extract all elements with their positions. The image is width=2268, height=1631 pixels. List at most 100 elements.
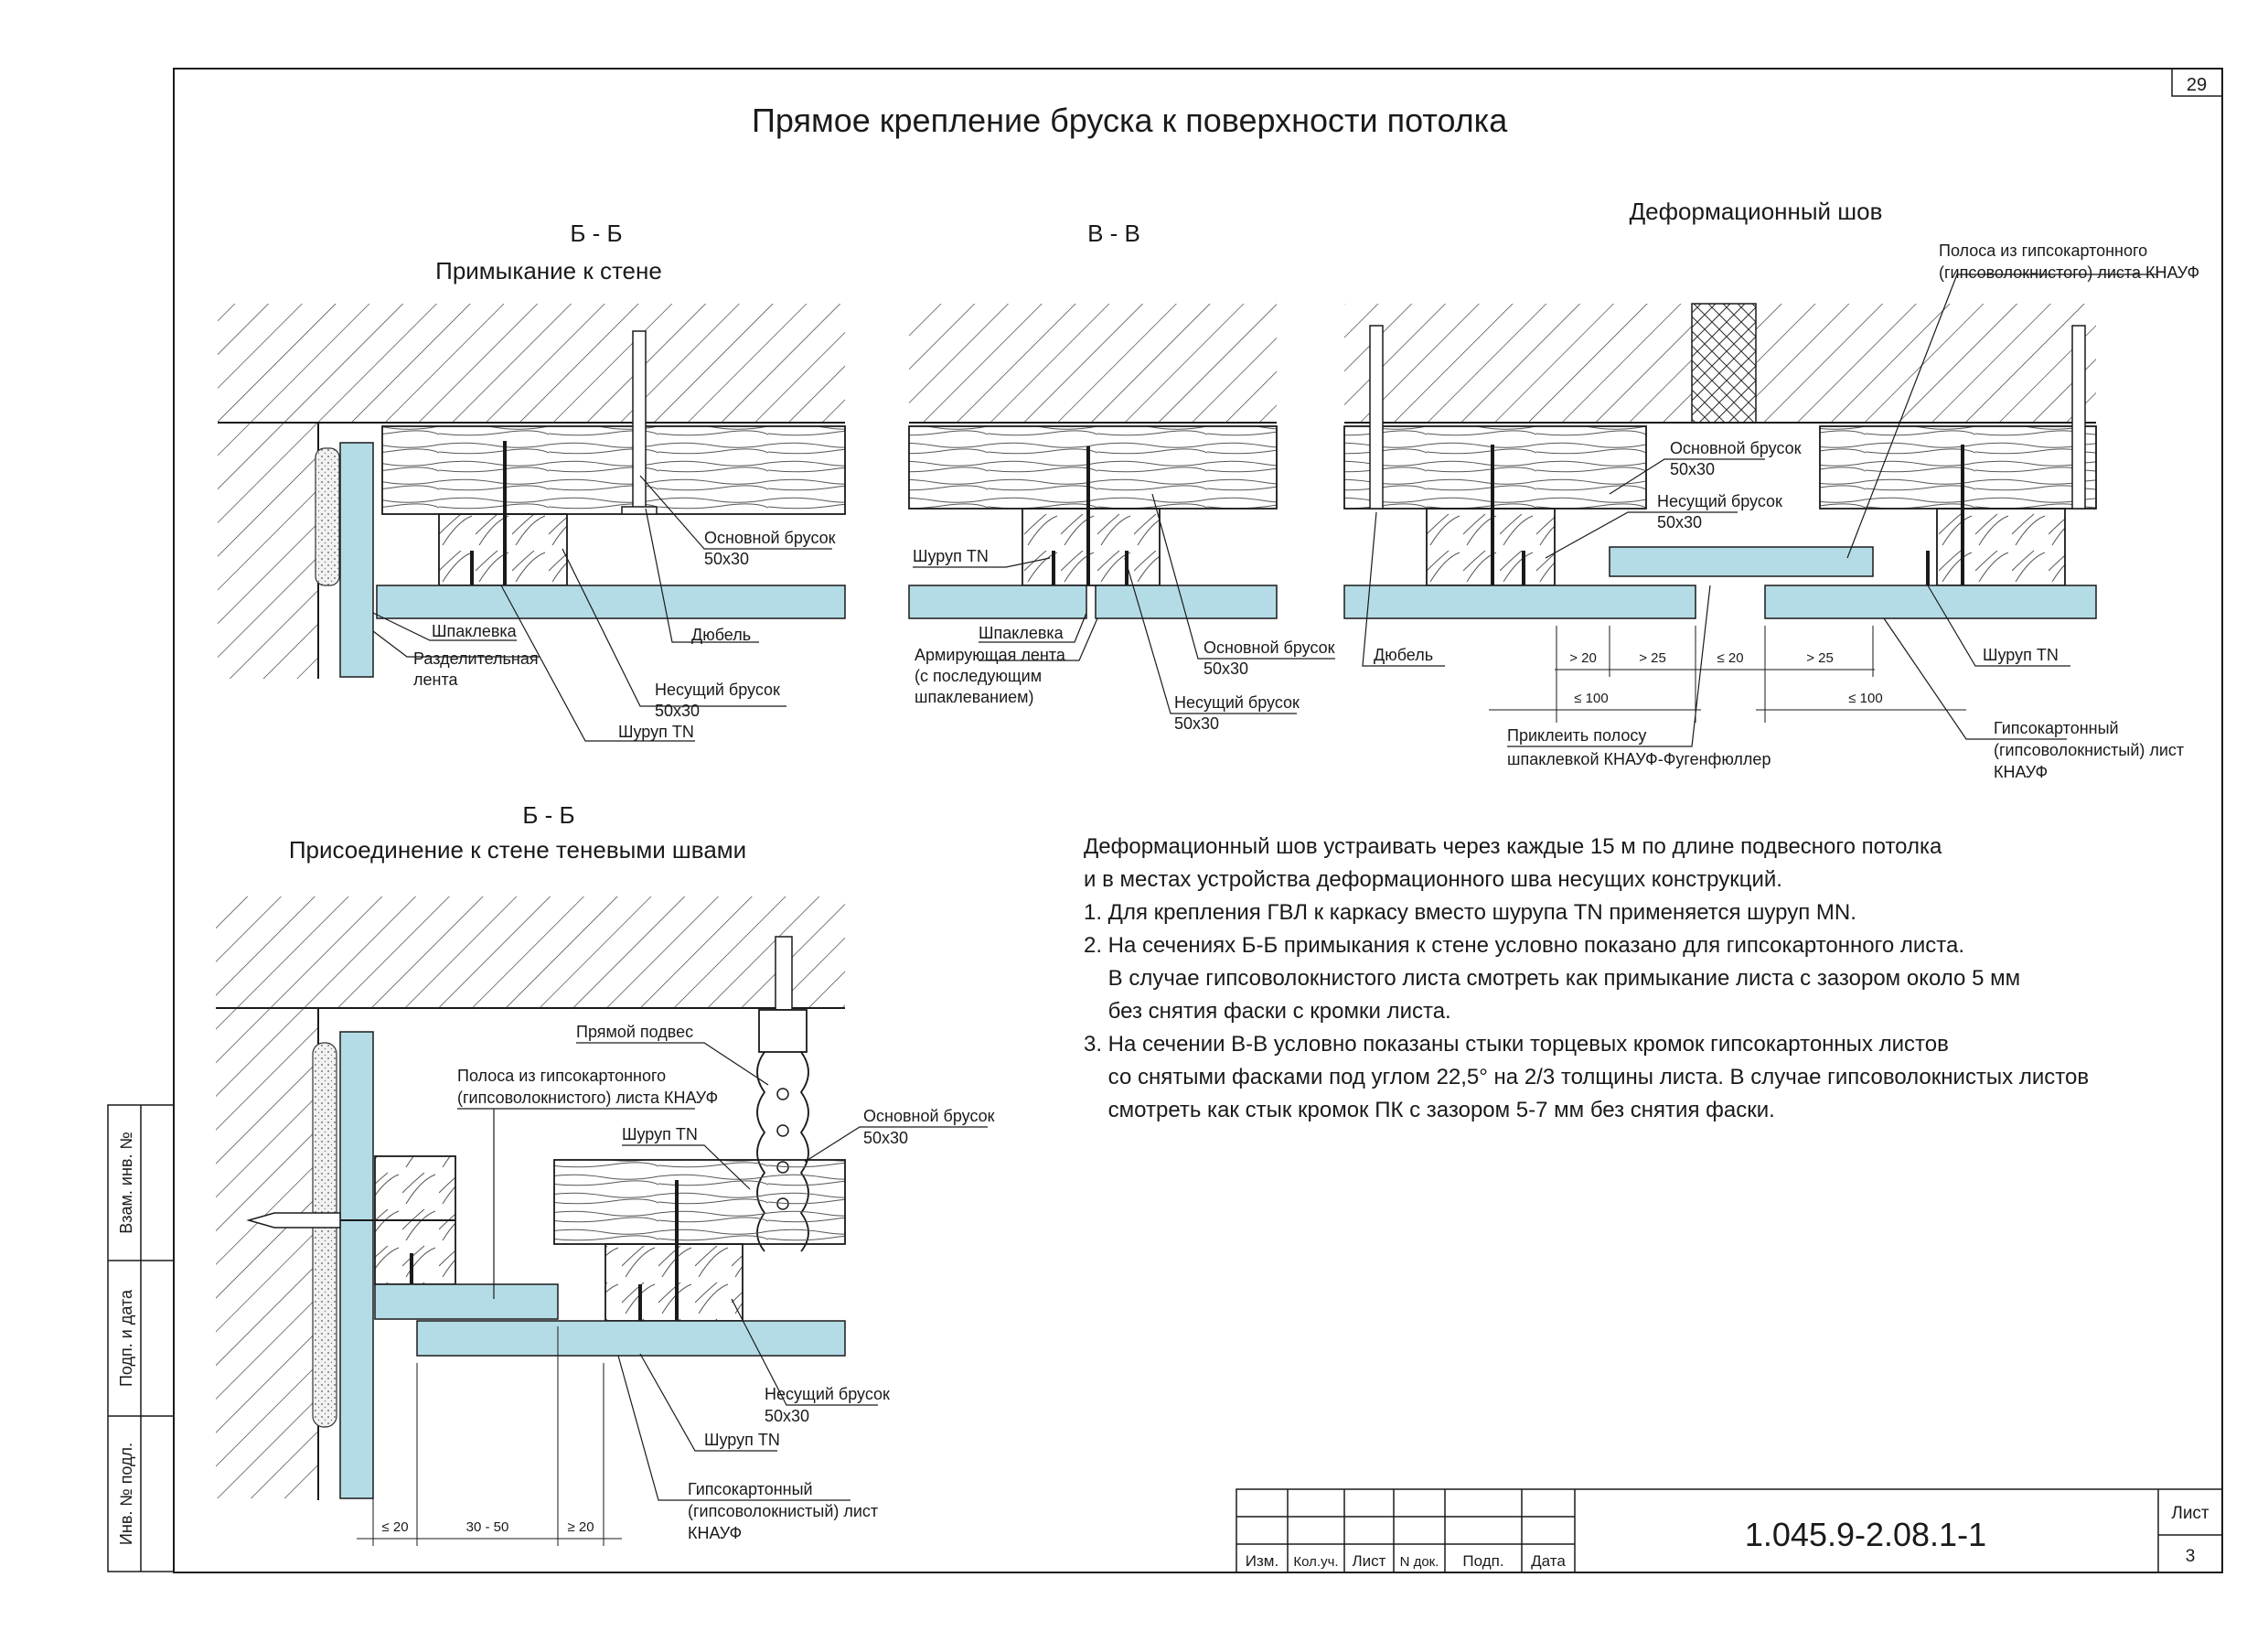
label-bb2-polosa-2: (гипсоволокнистого) листа КНАУФ: [457, 1089, 718, 1107]
label-bb1-dubel: Дюбель: [691, 626, 751, 644]
dowel: [632, 330, 647, 510]
main-bar: [381, 425, 846, 515]
ceiling-slab-left: [1344, 304, 1692, 423]
note-line: 2. На сечениях Б-Б примыкания к стене ус…: [1084, 933, 1965, 958]
note-line: В случае гипсоволокнистого листа смотрет…: [1084, 966, 2021, 991]
label-def-gips-1: Гипсокартонный: [1994, 719, 2119, 737]
dim-def-2: > 25: [1639, 650, 1666, 666]
label-bb2-gips-3: КНАУФ: [688, 1524, 742, 1542]
gypsum-board: [376, 585, 846, 619]
stamp-inv: Инв. № подл.: [117, 1443, 135, 1545]
label-bb2-gips-2: (гипсоволокнистый) лист: [688, 1502, 878, 1520]
label-bb1-razdel-1: Разделительная: [413, 649, 539, 668]
label-bb1-shpaklevka: Шпаклевка: [432, 622, 518, 640]
joint-strip: [1609, 546, 1874, 577]
page-title: Прямое крепление бруска к поверхности по…: [752, 102, 1508, 139]
wall: [216, 1008, 318, 1498]
label-bb2-shurup-top: Шуруп TN: [622, 1125, 698, 1143]
carrying-bar: [604, 1243, 744, 1322]
ceiling-slab-right: [1756, 304, 2096, 423]
label-def-osnovnoy-1: Основной брусок: [1670, 439, 1802, 457]
label-def-polosa-2: (гипсоволокнистого) листа КНАУФ: [1939, 263, 2199, 282]
designation: 1.045.9-2.08.1-1: [1745, 1516, 1986, 1553]
stamp-vzam: Взам. инв. №: [117, 1132, 135, 1234]
note-line: смотреть как стык кромок ПК с зазором 5-…: [1084, 1098, 1775, 1122]
stamp-podp: Подп. и дата: [117, 1289, 135, 1387]
tb-col-koluch: Кол.уч.: [1293, 1554, 1338, 1570]
joint-filler: [1691, 303, 1757, 424]
note-line: и в местах устройства деформационного шв…: [1084, 867, 1782, 892]
view-bb2-section: Б - Б: [522, 801, 574, 829]
main-bar: [553, 1159, 846, 1245]
label-bb2-osnovnoy-1: Основной брусок: [863, 1107, 995, 1125]
note-line: 3. На сечении В-В условно показаны стыки…: [1084, 1032, 1949, 1057]
tb-col-list: Лист: [1353, 1552, 1386, 1570]
label-vv-armir-2: (с последующим: [915, 667, 1042, 685]
tb-col-ndok: N док.: [1400, 1554, 1439, 1570]
wall-board: [339, 1031, 374, 1499]
view-vv-joint: В - В Шуруп TN Шпаклевка Армирующая лент…: [908, 220, 1335, 733]
label-vv-nesushchiy-2: 50x30: [1174, 714, 1219, 733]
view-vv-section: В - В: [1087, 220, 1140, 247]
wall-plaster: [312, 1042, 337, 1428]
sheet-label: Лист: [2171, 1504, 2209, 1523]
label-def-prikleit-1: Приклеить полосу: [1507, 726, 1646, 745]
dim-bb2-1: ≤ 20: [381, 1519, 408, 1535]
gypsum-board-left: [1343, 585, 1696, 619]
label-bb1-nesushchiy-2: 50x30: [655, 702, 700, 720]
title-block: [1236, 1488, 2223, 1573]
label-def-gips-3: КНАУФ: [1994, 763, 2048, 781]
label-vv-nesushchiy-1: Несущий брусок: [1174, 693, 1300, 712]
view-bb-shadow-joints: Б - Б Присоединение к стене теневыми шва…: [216, 801, 995, 1546]
gypsum-board: [416, 1320, 846, 1357]
label-bb2-gips-1: Гипсокартонный: [688, 1480, 813, 1498]
label-bb2-podves: Прямой подвес: [576, 1023, 693, 1041]
dim-def-1: > 20: [1569, 650, 1597, 666]
sheet-frame: [173, 68, 2223, 1573]
wall-plaster: [315, 447, 340, 586]
label-vv-armir-3: шпаклеванием): [915, 688, 1034, 706]
view-expansion-joint: Деформационный шов > 20 > 25 ≤ 2: [1343, 198, 2199, 781]
dim-def-3: ≤ 20: [1717, 650, 1743, 666]
label-bb2-osnovnoy-2: 50x30: [863, 1129, 908, 1147]
label-vv-osnovnoy-1: Основной брусок: [1204, 638, 1335, 657]
notes: Деформационный шов устраивать через кажд…: [1084, 831, 2181, 1127]
view-bb1-section: Б - Б: [570, 220, 622, 247]
label-bb1-shurup: Шуруп TN: [618, 723, 694, 741]
label-def-osnovnoy-2: 50x30: [1670, 460, 1715, 478]
tb-col-izm: Изм.: [1246, 1552, 1278, 1570]
label-bb1-osnovnoy-1: Основной брусок: [704, 529, 836, 547]
dowel: [1369, 325, 1384, 510]
label-def-gips-2: (гипсоволокнистый) лист: [1994, 741, 2184, 759]
label-bb2-nesushchiy-2: 50x30: [765, 1407, 809, 1425]
label-def-nesushchiy-2: 50x30: [1657, 513, 1702, 531]
page-number-box: [2171, 68, 2223, 97]
label-bb2-shurup: Шуруп TN: [704, 1431, 780, 1449]
view-bb1-subtitle: Примыкание к стене: [435, 257, 662, 284]
side-stamp: Взам. инв. № Подп. и дата Инв. № подл.: [107, 1104, 175, 1572]
label-vv-shpaklevka: Шпаклевка: [979, 624, 1064, 642]
label-bb1-razdel-2: лента: [413, 671, 458, 689]
main-bar-right: [1819, 425, 2097, 510]
ceiling-slab: [218, 304, 845, 423]
gypsum-strip: [374, 1283, 559, 1320]
note-line: без снятия фаски с кромки листа.: [1084, 999, 1451, 1024]
sheet-number: 3: [2186, 1547, 2196, 1566]
note-line: со снятыми фасками под углом 22,5° на 2/…: [1084, 1065, 2090, 1089]
label-vv-osnovnoy-2: 50x30: [1204, 660, 1248, 678]
label-def-prikleit-2: шпаклевкой КНАУФ-Фугенфюллер: [1507, 750, 1771, 768]
dim-def-5: ≤ 100: [1574, 691, 1608, 706]
ceiling-slab: [909, 304, 1277, 423]
view-def-subtitle: Деформационный шов: [1630, 198, 1883, 225]
wall-board: [339, 442, 374, 678]
gypsum-board-left: [908, 585, 1087, 619]
view-bb-wall-adjacency: Б - Б Примыкание к стене: [218, 220, 846, 742]
label-def-shurup: Шуруп TN: [1983, 646, 2059, 664]
dim-bb2-2: 30 - 50: [466, 1519, 509, 1535]
label-bb1-osnovnoy-2: 50x30: [704, 550, 749, 568]
dim-bb2-3: ≥ 20: [567, 1519, 594, 1535]
tb-col-data: Дата: [1531, 1552, 1566, 1570]
page-number: 29: [2187, 75, 2207, 95]
label-vv-armir-1: Армирующая лента: [915, 646, 1066, 664]
